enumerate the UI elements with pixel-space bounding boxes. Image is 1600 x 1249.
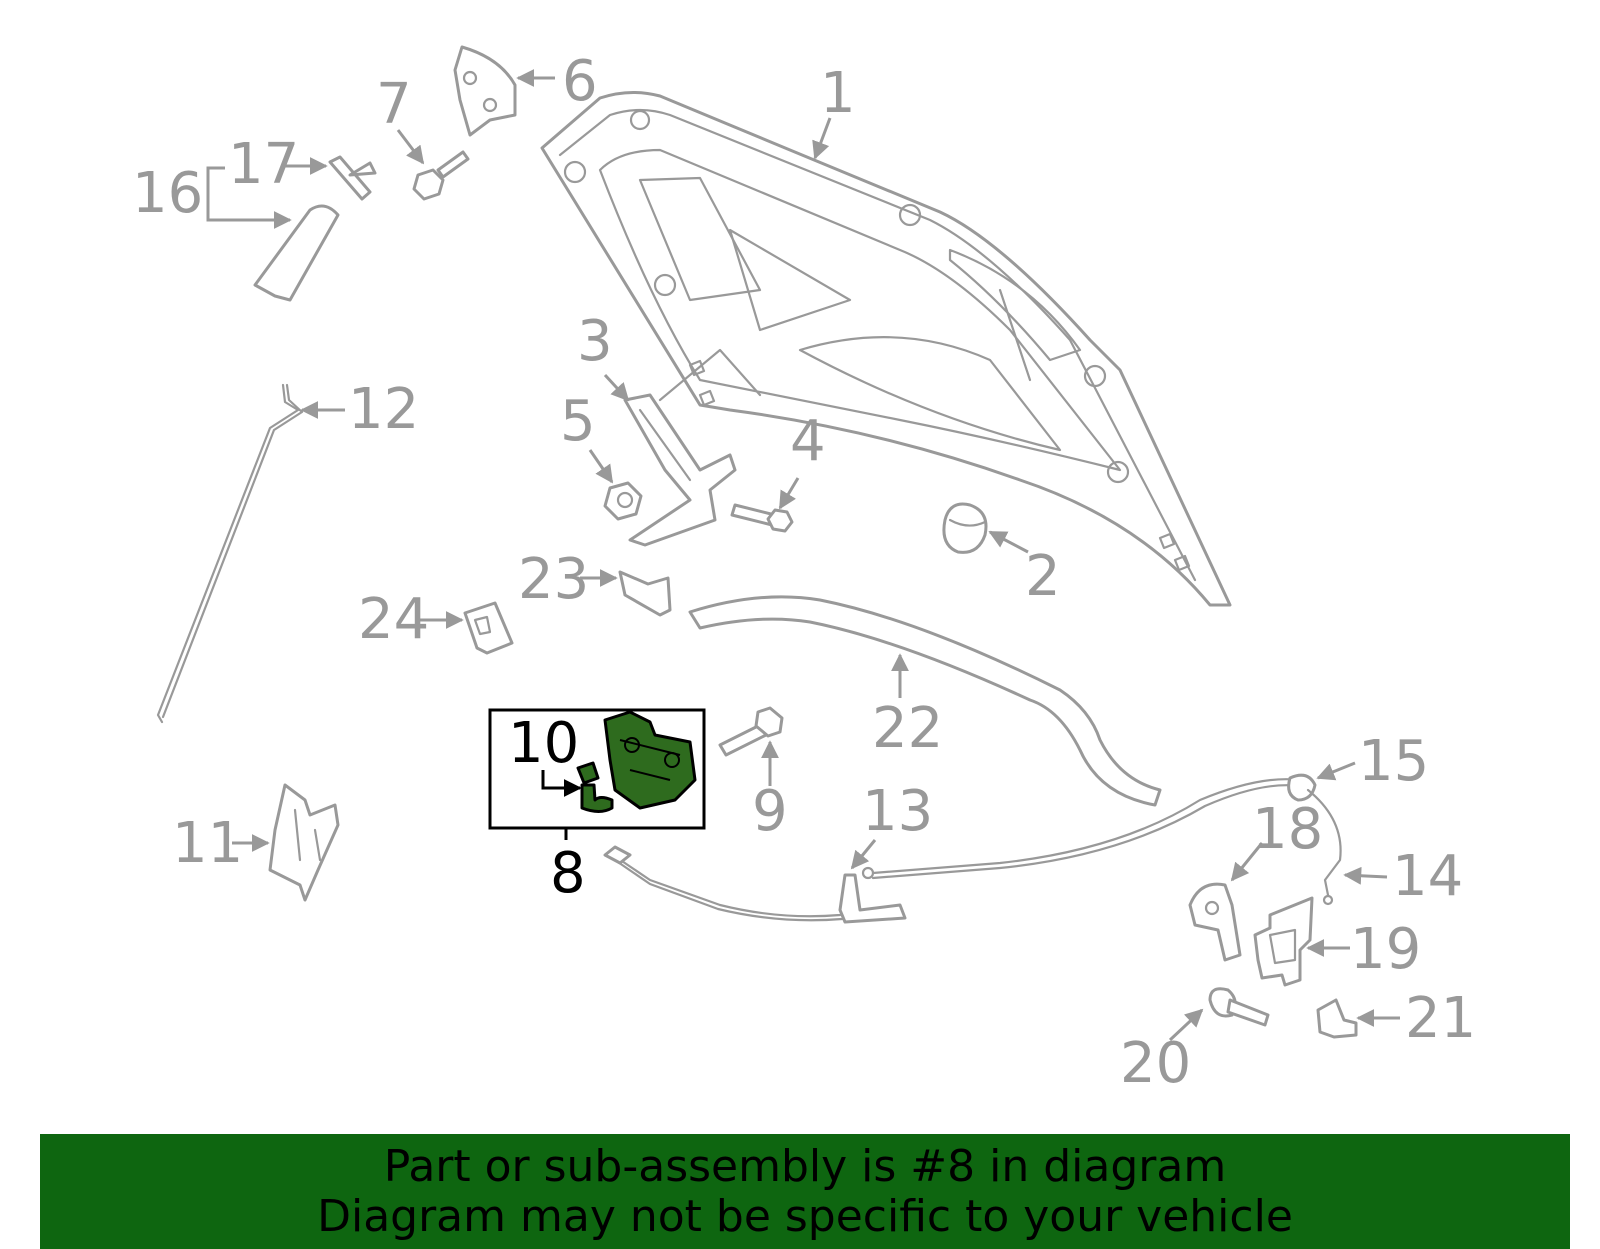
callout-1: 1	[820, 61, 856, 126]
callout-21: 21	[1405, 986, 1476, 1051]
callout-22: 22	[872, 696, 943, 761]
callout-17: 17	[228, 132, 299, 197]
callout-10: 10	[508, 711, 579, 776]
callout-20: 20	[1120, 1031, 1191, 1096]
callout-5: 5	[560, 389, 596, 454]
release-cable[interactable]	[603, 773, 1342, 924]
hood-bumper[interactable]	[942, 502, 988, 554]
callout-6: 6	[562, 49, 598, 114]
hood-hinge[interactable]	[623, 393, 737, 547]
callout-8: 8	[550, 841, 586, 906]
callout-9: 9	[752, 779, 788, 844]
callout-12: 12	[348, 377, 419, 442]
hood-panel[interactable]	[540, 91, 1232, 607]
callout-19: 19	[1350, 917, 1421, 982]
parts-diagram: 1 2 3 4 5 6 7 8 9 10 11 12 13 14 15 16 1…	[132, 45, 1476, 1096]
weatherstrip[interactable]	[688, 595, 1162, 807]
bracket[interactable]	[453, 45, 517, 137]
hood-clip[interactable]	[463, 601, 514, 655]
callout-4: 4	[790, 409, 826, 474]
latch-assembly-highlight[interactable]	[488, 708, 706, 840]
prop-rod[interactable]	[156, 383, 304, 724]
hinge-nut[interactable]	[603, 481, 643, 521]
mounting-screw[interactable]	[1208, 987, 1270, 1027]
callout-11: 11	[172, 811, 243, 876]
bracket-bolt[interactable]	[412, 150, 470, 201]
cable-clip[interactable]	[1316, 998, 1358, 1039]
callout-7: 7	[376, 72, 412, 137]
callout-16: 16	[132, 161, 203, 226]
striker-plate[interactable]	[268, 783, 340, 902]
retainer-clip[interactable]	[618, 570, 672, 617]
info-banner: Part or sub-assembly is #8 in diagram Di…	[40, 1134, 1570, 1249]
banner-line-part: Part or sub-assembly is #8 in diagram	[383, 1141, 1227, 1192]
hinge-bolt[interactable]	[730, 503, 794, 533]
latch-bracket[interactable]	[1188, 882, 1242, 962]
callout-23: 23	[518, 547, 589, 612]
callout-15: 15	[1358, 729, 1429, 794]
callout-3: 3	[577, 309, 613, 374]
hood-seal[interactable]	[253, 204, 340, 302]
callout-labels: 1 2 3 4 5 6 7 8 9 10 11 12 13 14 15 16 1…	[132, 49, 1476, 1096]
banner-line-disclaimer: Diagram may not be specific to your vehi…	[317, 1191, 1293, 1242]
leader-lines	[206, 69, 1400, 1042]
callout-14: 14	[1392, 844, 1463, 909]
callout-24: 24	[358, 587, 429, 652]
callout-2: 2	[1025, 544, 1061, 609]
hood-seal-clip[interactable]	[328, 155, 377, 201]
callout-13: 13	[862, 779, 933, 844]
secondary-latch[interactable]	[1253, 896, 1314, 987]
latch-bolt[interactable]	[718, 706, 784, 757]
callout-18: 18	[1252, 797, 1323, 862]
